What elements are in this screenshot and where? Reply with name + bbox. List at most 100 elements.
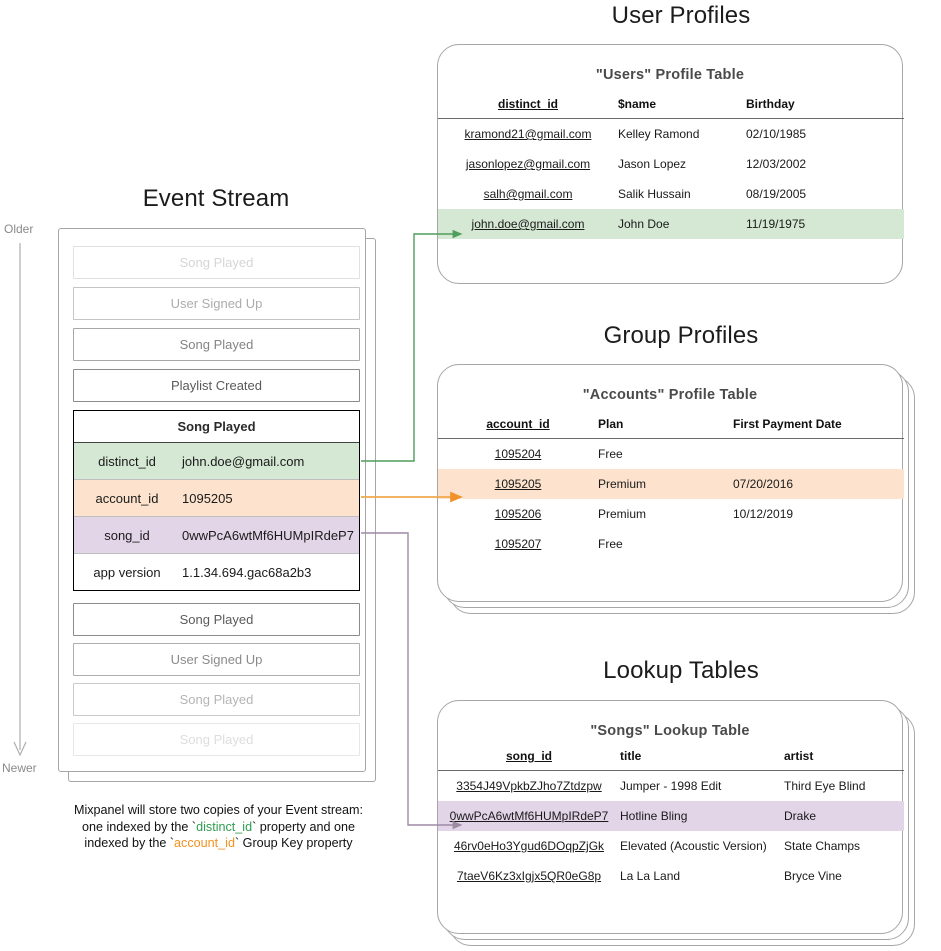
event-item[interactable]: Song Played: [73, 328, 360, 361]
event-item[interactable]: Playlist Created: [73, 369, 360, 402]
cell-birthday: 12/03/2002: [746, 157, 807, 171]
table-row[interactable]: 46rv0eHo3Ygud6DOqpZjGk Elevated (Acousti…: [438, 831, 904, 861]
user-profiles-stack: "Users" Profile Table distinct_id $name …: [437, 44, 915, 286]
cell-distinct-id: john.doe@gmail.com: [438, 209, 618, 239]
caption-line-2-post: ` property and one: [252, 819, 356, 834]
cell-plan: Free: [598, 537, 623, 551]
caption-line-3-post: ` Group Key property: [234, 836, 353, 850]
cell-artist: State Champs: [784, 839, 861, 853]
cell-song-id: 7taeV6Kz3xIgjx5QR0eG8p: [456, 869, 602, 883]
table-row-highlighted[interactable]: 1095205 Premium 07/20/2016: [438, 469, 904, 499]
event-property-key: account_id: [95, 490, 159, 506]
songs-card-front: "Songs" Lookup Table song_id title artis…: [437, 700, 904, 934]
column-header: Plan: [598, 417, 733, 439]
event-property-key: distinct_id: [98, 453, 156, 469]
event-item[interactable]: Song Played: [73, 603, 360, 636]
event-label: Song Played: [179, 337, 254, 352]
cell-first-payment-date: [733, 529, 904, 559]
table-row[interactable]: 1095206 Premium 10/12/2019: [438, 499, 904, 529]
axis-label-older: Older: [4, 222, 34, 236]
event-property-row[interactable]: distinct_id john.doe@gmail.com: [74, 443, 359, 480]
cell-account-id: 1095205: [438, 469, 598, 499]
column-header: account_id: [438, 417, 598, 439]
column-header: First Payment Date: [733, 417, 904, 439]
cell-title: Elevated (Acoustic Version): [620, 839, 767, 853]
axis-label-newer: Newer: [2, 761, 37, 775]
event-property-row[interactable]: app version 1.1.34.694.gac68a2b3: [74, 554, 359, 590]
group-profiles-stack: "Accounts" Profile Table account_id Plan…: [437, 364, 915, 614]
cell-distinct-id: jasonlopez@gmail.com: [465, 157, 591, 171]
user-profiles-card: "Users" Profile Table distinct_id $name …: [437, 44, 904, 284]
cell-name: Jason Lopez: [618, 157, 687, 171]
event-item[interactable]: User Signed Up: [73, 643, 360, 676]
caption-token-account-id: account_id: [174, 836, 235, 850]
event-property-value: 0wwPcA6wtMf6HUMpIRdeP7: [182, 527, 354, 543]
event-property-row[interactable]: song_id 0wwPcA6wtMf6HUMpIRdeP7: [74, 517, 359, 554]
table-row[interactable]: salh@gmail.com Salik Hussain 08/19/2005: [438, 179, 904, 209]
users-grid: distinct_id $name Birthday kramond21@gma…: [438, 97, 904, 239]
event-property-value: john.doe@gmail.com: [182, 453, 305, 469]
cell-distinct-id: salh@gmail.com: [483, 187, 573, 201]
event-property-key: song_id: [104, 527, 150, 543]
table-row[interactable]: 1095207 Free: [438, 529, 904, 559]
selected-event-card[interactable]: Song Played distinct_id john.doe@gmail.c…: [73, 410, 360, 591]
column-header: Birthday: [746, 97, 904, 119]
group-profiles-title: Group Profiles: [603, 322, 759, 349]
event-label: Song Played: [179, 692, 254, 707]
cell-name: Salik Hussain: [618, 187, 691, 201]
cell-name: John Doe: [618, 209, 746, 239]
event-property-key: app version: [93, 564, 161, 580]
table-row[interactable]: 7taeV6Kz3xIgjx5QR0eG8p La La Land Bryce …: [438, 861, 904, 891]
event-item[interactable]: Song Played: [73, 723, 360, 756]
caption-line-2-pre: one indexed by the `: [81, 819, 197, 834]
cell-artist: Bryce Vine: [784, 869, 842, 883]
diagram-caption: Mixpanel will store two copies of your E…: [36, 802, 401, 852]
cell-title: La La Land: [620, 869, 681, 883]
table-row[interactable]: 1095204 Free: [438, 439, 904, 470]
table-row-highlighted[interactable]: 0wwPcA6wtMf6HUMpIRdeP7 Hotline Bling Dra…: [438, 801, 904, 831]
cell-first-payment-date: 07/20/2016: [733, 469, 904, 499]
cell-birthday: 02/10/1985: [746, 127, 807, 141]
column-header: song_id: [438, 749, 620, 771]
cell-title: Jumper - 1998 Edit: [620, 779, 722, 793]
event-property-value: 1095205: [182, 490, 233, 506]
event-item[interactable]: Song Played: [73, 683, 360, 716]
event-property-value: 1.1.34.694.gac68a2b3: [182, 564, 312, 580]
songs-table-title: "Songs" Lookup Table: [590, 723, 750, 739]
cell-account-id: 1095206: [494, 507, 542, 521]
table-row-highlighted[interactable]: john.doe@gmail.com John Doe 11/19/1975: [438, 209, 904, 239]
cell-song-id: 46rv0eHo3Ygud6DOqpZjGk: [453, 839, 605, 853]
column-header: artist: [784, 749, 904, 771]
table-row[interactable]: jasonlopez@gmail.com Jason Lopez 12/03/2…: [438, 149, 904, 179]
table-row[interactable]: kramond21@gmail.com Kelley Ramond 02/10/…: [438, 119, 904, 150]
event-stream-title: Event Stream: [142, 185, 290, 212]
column-header: title: [620, 749, 784, 771]
songs-grid: song_id title artist 3354J49VpkbZJho7Ztd…: [438, 749, 904, 891]
table-header-row: account_id Plan First Payment Date: [438, 417, 904, 439]
accounts-profile-table: "Accounts" Profile Table account_id Plan…: [438, 365, 904, 601]
table-row[interactable]: 3354J49VpkbZJho7Ztdzpw Jumper - 1998 Edi…: [438, 771, 904, 802]
event-label: Song Played: [179, 612, 254, 627]
cell-plan: Premium: [598, 507, 647, 521]
event-item[interactable]: Song Played: [73, 246, 360, 279]
event-label: Playlist Created: [170, 378, 263, 393]
table-header-row: distinct_id $name Birthday: [438, 97, 904, 119]
event-property-row[interactable]: account_id 1095205: [74, 480, 359, 517]
users-table-title: "Users" Profile Table: [595, 67, 745, 83]
event-label: User Signed Up: [170, 296, 263, 311]
table-header-row: song_id title artist: [438, 749, 904, 771]
time-axis-arrow: [13, 243, 27, 757]
cell-account-id: 1095207: [494, 537, 542, 551]
users-profile-table: "Users" Profile Table distinct_id $name …: [438, 45, 904, 283]
caption-line-1: Mixpanel will store two copies of your E…: [73, 803, 364, 817]
cell-birthday: 11/19/1975: [746, 209, 904, 239]
event-item[interactable]: User Signed Up: [73, 287, 360, 320]
cell-distinct-id: kramond21@gmail.com: [464, 127, 592, 141]
event-label: Song Played: [179, 732, 254, 747]
column-header: $name: [618, 97, 746, 119]
accounts-card-front: "Accounts" Profile Table account_id Plan…: [437, 364, 904, 602]
cell-first-payment-date: [733, 439, 904, 470]
accounts-grid: account_id Plan First Payment Date 10952…: [438, 417, 904, 559]
event-label: User Signed Up: [170, 652, 263, 667]
